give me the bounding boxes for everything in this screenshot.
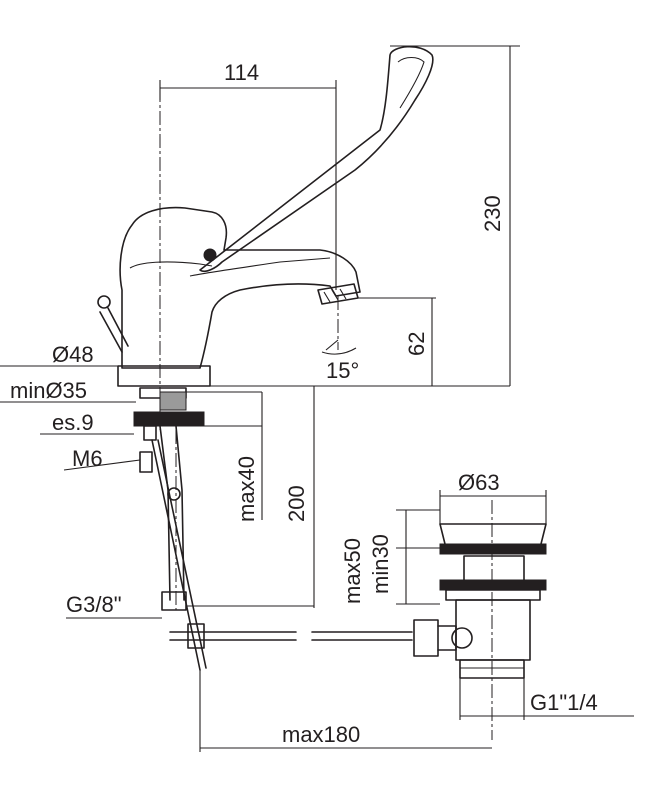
popup-link-rod [169, 623, 413, 649]
popup-rod-knob [97, 295, 129, 353]
dim-base-diameter: Ø48 [52, 342, 94, 367]
popup-rod [151, 439, 207, 671]
dim-waste-min: min30 [368, 534, 393, 594]
dim-rod-length: max180 [282, 722, 360, 747]
dim-hole-min: minØ35 [10, 378, 87, 403]
dim-total-height: 230 [480, 195, 505, 232]
faucet-base [117, 365, 510, 387]
dim-spout-height: 62 [404, 332, 429, 356]
dim-rod-thread: M6 [72, 446, 103, 471]
dim-waste-thread: G1"1/4 [530, 690, 598, 715]
lever-handle [199, 45, 434, 273]
dimension-lines [0, 45, 634, 752]
dim-waste-max: max50 [340, 538, 365, 604]
dim-angle: 15° [326, 358, 359, 383]
fixing-assembly [133, 387, 205, 473]
dim-spout-reach: 114 [224, 60, 259, 85]
dim-hose-length: 200 [284, 485, 309, 522]
faucet-body [119, 206, 361, 369]
dim-waste-diameter: Ø63 [458, 470, 500, 495]
waste-assembly [413, 523, 547, 679]
dim-max-deck: max40 [234, 456, 259, 522]
dim-washer: es.9 [52, 410, 94, 435]
center-lines [159, 88, 493, 740]
dim-hose-thread: G3/8" [66, 592, 122, 617]
